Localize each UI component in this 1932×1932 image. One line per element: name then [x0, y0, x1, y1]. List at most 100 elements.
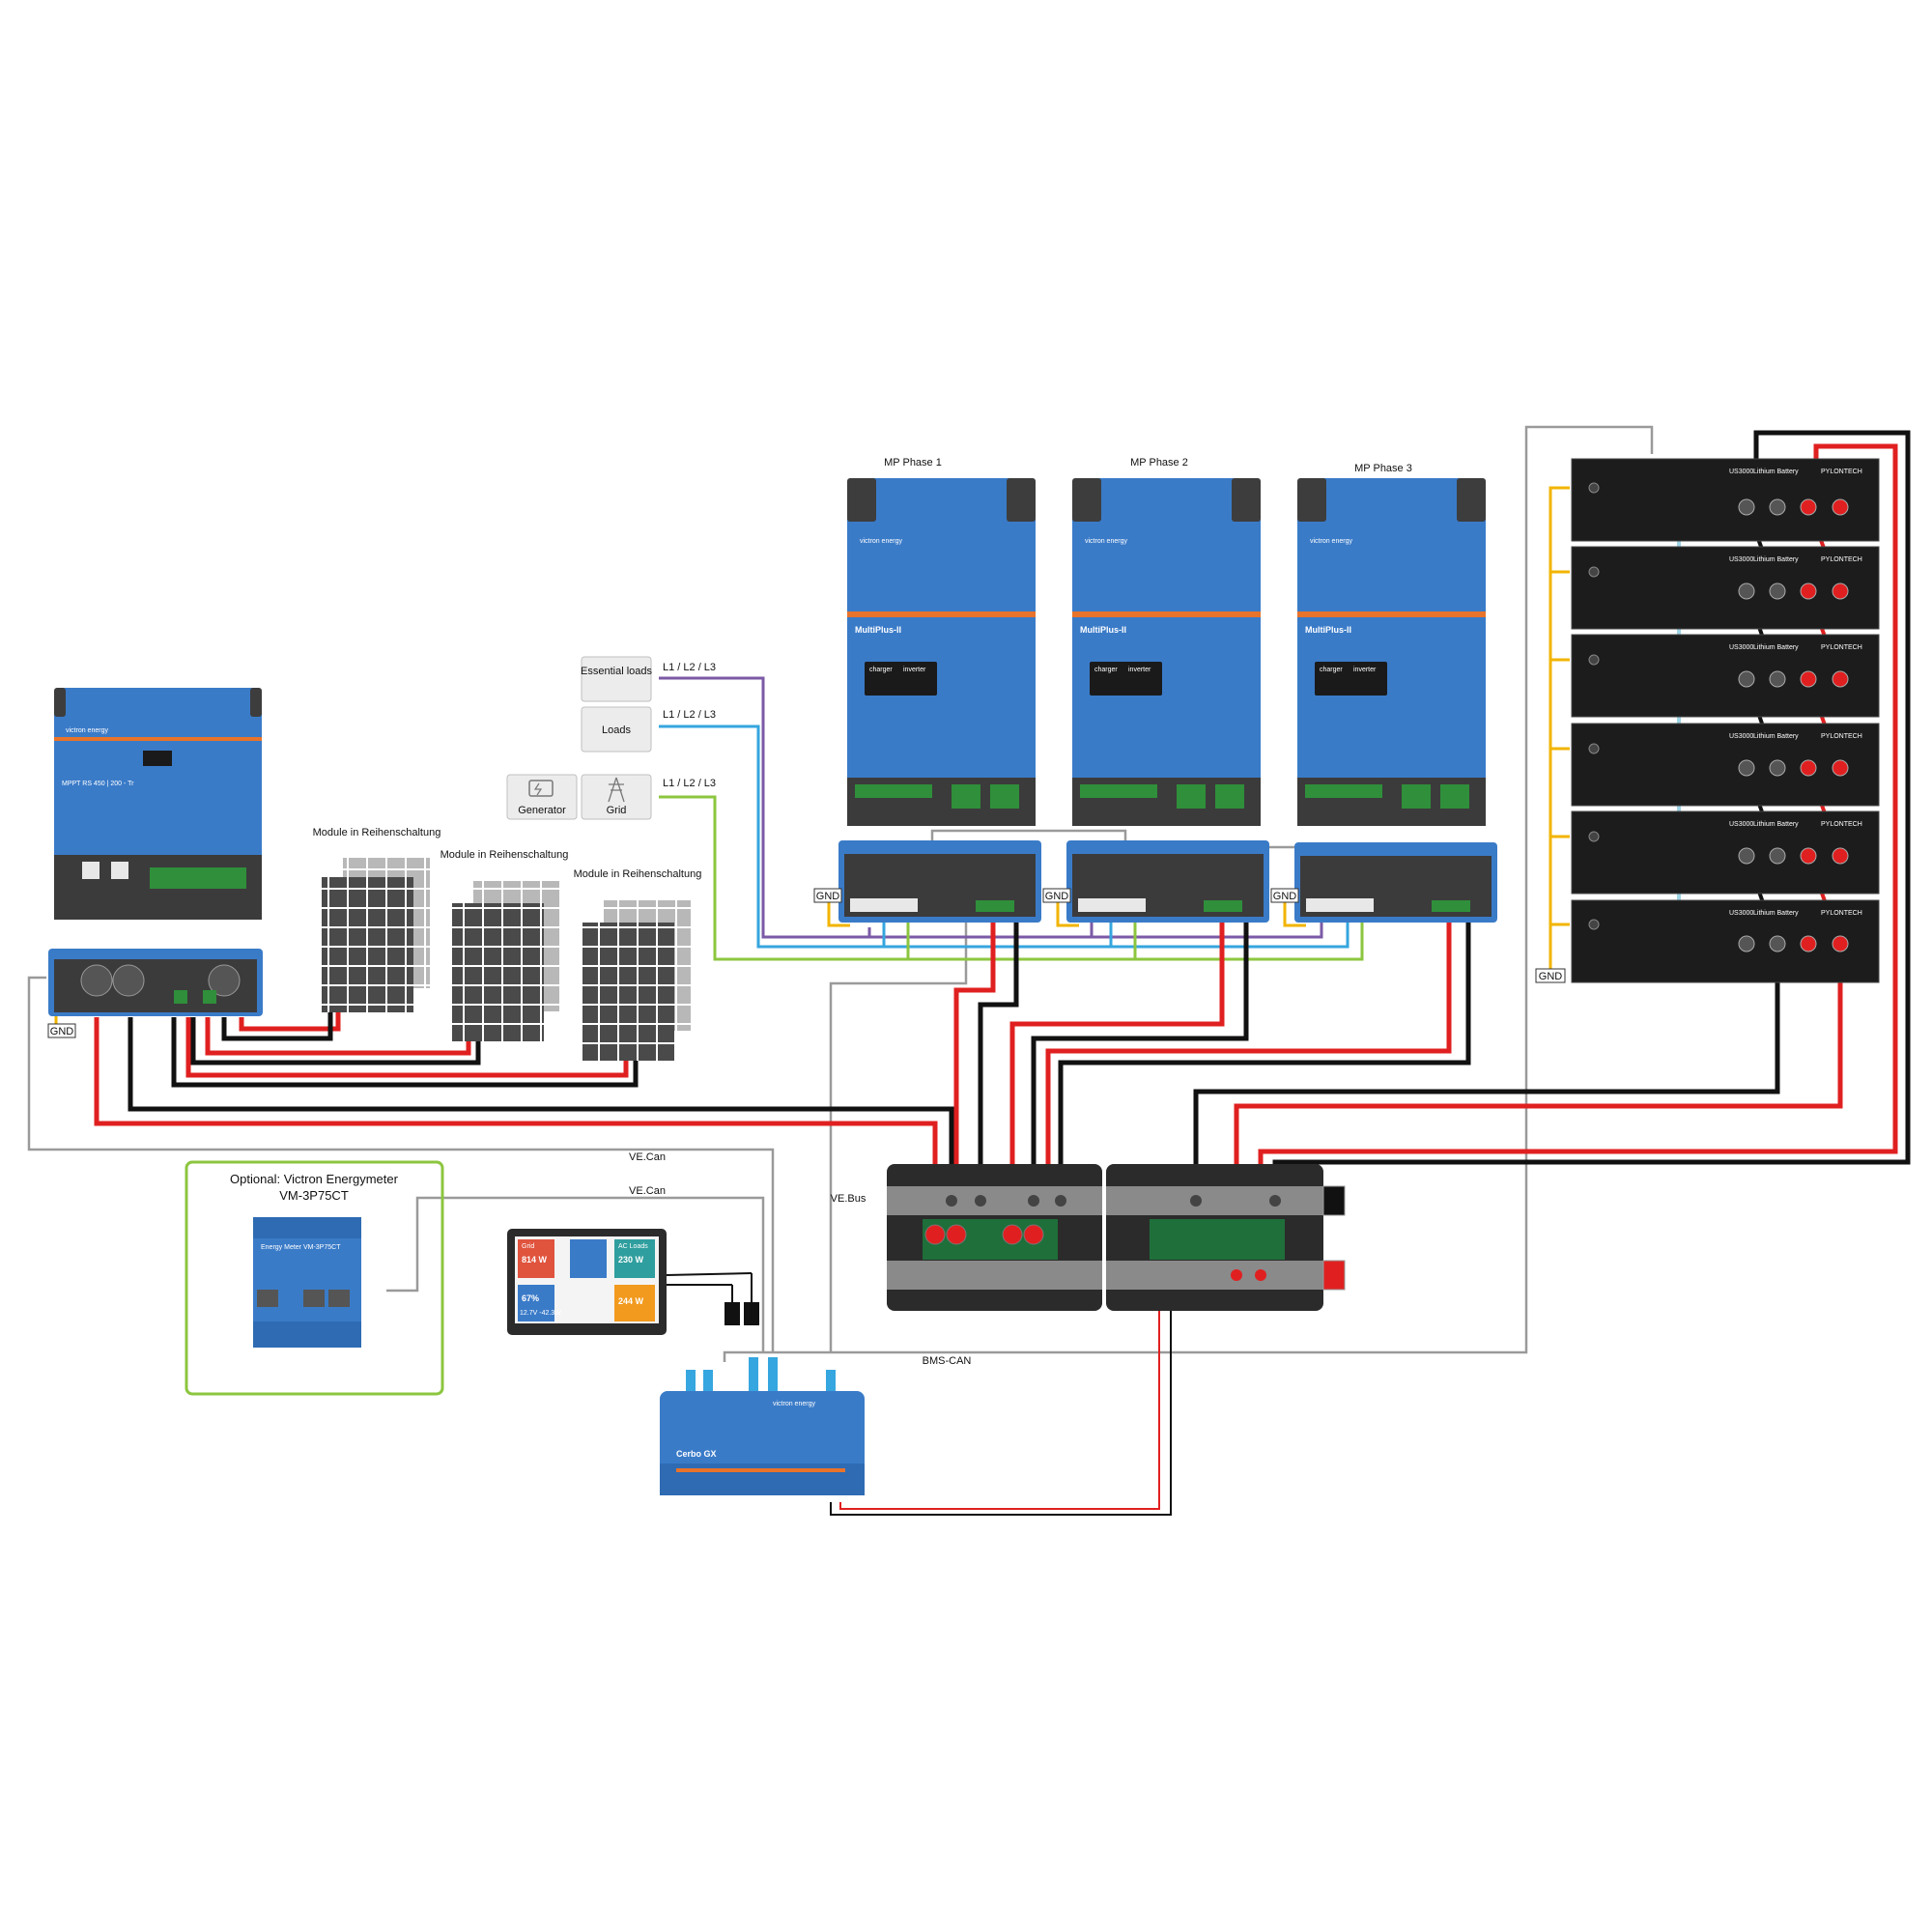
vecan-label-2: VE.Can [629, 1185, 666, 1197]
battery-type-1: Lithium Battery [1753, 469, 1799, 475]
inverter-label-2: inverter [1128, 667, 1151, 673]
l1l2l3-label-grid: L1 / L2 / L3 [663, 778, 716, 789]
gnd-labels: GND GND GND GND GND [47, 888, 1566, 1038]
multiplus-model-3: MultiPlus-II [1305, 625, 1351, 635]
mp-phase-3-label: MP Phase 3 [1354, 463, 1412, 474]
battery-module-5: US3000 Lithium Battery PYLONTECH [1571, 810, 1880, 895]
multiplus-phase-1: MP Phase 1 victron energy MultiPlus-II c… [847, 457, 1036, 826]
gx-grid-label: Grid [522, 1243, 534, 1250]
cerbo-label: Cerbo GX [676, 1449, 717, 1459]
battery-brand-6: PYLONTECH [1821, 910, 1862, 917]
pv-array-2: Module in Reihenschaltung [440, 849, 569, 1041]
charger-label-3: charger [1320, 667, 1343, 673]
ac-cables [659, 676, 1364, 961]
battery-brand-2: PYLONTECH [1821, 556, 1862, 563]
optional-energymeter-frame: Optional: Victron Energymeter VM-3P75CT … [185, 1160, 444, 1396]
generator-box: Generator [506, 774, 578, 820]
gnd-mp3-label: GND [1273, 891, 1297, 902]
cerbo-victron-logo: victron energy [773, 1401, 815, 1407]
multiplus-phase-3: MP Phase 3 victron energy MultiPlus-II c… [1297, 463, 1486, 826]
battery-brand-1: PYLONTECH [1821, 469, 1862, 475]
gx-battery-sub: 12.7V -42.3W [520, 1310, 561, 1317]
gx-ac-loads-label: AC Loads [618, 1243, 648, 1250]
battery-model-5: US3000 [1729, 821, 1753, 828]
battery-type-2: Lithium Battery [1753, 556, 1799, 563]
grid-box: Grid [581, 774, 652, 820]
gx-pv-value: 244 W [618, 1296, 644, 1306]
battery-model-2: US3000 [1729, 556, 1753, 563]
battery-module-6: US3000 Lithium Battery PYLONTECH [1571, 899, 1880, 983]
battery-model-4: US3000 [1729, 733, 1753, 740]
battery-type-4: Lithium Battery [1753, 733, 1799, 740]
energy-meter-label: Energy Meter VM-3P75CT [261, 1244, 341, 1251]
optional-title-2: VM-3P75CT [279, 1188, 349, 1203]
victron-logo-mppt: victron energy [66, 727, 108, 734]
generator-label: Generator [518, 805, 566, 816]
battery-brand-5: PYLONTECH [1821, 821, 1862, 828]
gnd-battery-label: GND [1539, 971, 1563, 982]
victron-logo-3: victron energy [1310, 538, 1352, 545]
cerbo-gx: Cerbo GX victron energy [660, 1357, 865, 1495]
gx-touch-display: Grid 814 W AC Loads 230 W 67% 12.7V -42.… [507, 1229, 667, 1335]
charger-label-2: charger [1094, 667, 1118, 673]
vebus-label: VE.Bus [831, 1193, 867, 1205]
battery-module-2: US3000 Lithium Battery PYLONTECH [1571, 546, 1880, 630]
mppt-rs-charger: victron energy MPPT RS 450 | 200 - Tr [54, 688, 262, 920]
mp-phase-1-label: MP Phase 1 [884, 457, 942, 469]
battery-type-3: Lithium Battery [1753, 644, 1799, 651]
charger-label-1: charger [869, 667, 893, 673]
module-label-2: Module in Reihenschaltung [440, 849, 569, 861]
gnd-mp2-label: GND [1045, 891, 1069, 902]
battery-module-4: US3000 Lithium Battery PYLONTECH [1571, 723, 1880, 807]
gx-ac-value: 230 W [618, 1255, 644, 1264]
battery-model-3: US3000 [1729, 644, 1753, 651]
grid-cable [659, 795, 1364, 961]
gx-grid-value: 814 W [522, 1255, 548, 1264]
communication-cables [27, 425, 1654, 1362]
energy-meter-device: Energy Meter VM-3P75CT [253, 1217, 361, 1348]
victron-logo-2: victron energy [1085, 538, 1127, 545]
inverter-label-1: inverter [903, 667, 926, 673]
essential-loads-label: Essential loads [581, 666, 652, 677]
lynx-power-in [1106, 1164, 1346, 1311]
l1l2l3-label-loads: L1 / L2 / L3 [663, 709, 716, 721]
generator-icon [528, 780, 554, 797]
vecan-label-1: VE.Can [629, 1151, 666, 1163]
gnd-mp1-label: GND [816, 891, 840, 902]
battery-model-1: US3000 [1729, 469, 1753, 475]
battery-module-1: US3000 Lithium Battery PYLONTECH [1571, 458, 1880, 542]
essential-loads-box: Essential loads [581, 656, 652, 702]
vecan-mppt-cable [27, 976, 775, 1352]
vecan-meter-cable [386, 1196, 765, 1352]
battery-type-6: Lithium Battery [1753, 910, 1799, 917]
grid-label: Grid [607, 805, 627, 816]
multiplus-phase-2: MP Phase 2 victron energy MultiPlus-II c… [1072, 457, 1261, 826]
multiplus-model-2: MultiPlus-II [1080, 625, 1126, 635]
battery-type-5: Lithium Battery [1753, 821, 1799, 828]
inverter-label-3: inverter [1353, 667, 1377, 673]
battery-module-3: US3000 Lithium Battery PYLONTECH [1571, 634, 1880, 718]
essential-loads-cable [659, 676, 1323, 939]
pv-array-3: Module in Reihenschaltung [574, 868, 702, 1061]
battery-brand-3: PYLONTECH [1821, 644, 1862, 651]
loads-cable [659, 724, 1350, 949]
victron-logo-1: victron energy [860, 538, 902, 545]
mp-phase-2-label: MP Phase 2 [1130, 457, 1188, 469]
module-label-3: Module in Reihenschaltung [574, 868, 702, 880]
bms-can-cable [723, 425, 1654, 1362]
mppt-rs-bottom-panel [48, 949, 263, 1016]
battery-model-6: US3000 [1729, 910, 1753, 917]
usb-connectors [666, 1272, 759, 1325]
l1l2l3-label-essential: L1 / L2 / L3 [663, 662, 716, 673]
gnd-mppt-label: GND [50, 1026, 74, 1037]
battery-bank: US3000 Lithium Battery PYLONTECH US3000 … [1571, 458, 1880, 983]
multiplus-model-1: MultiPlus-II [855, 625, 901, 635]
bms-can-label: BMS-CAN [923, 1355, 972, 1367]
power-tower-icon [608, 777, 625, 803]
loads-label: Loads [602, 724, 631, 736]
optional-title-1: Optional: Victron Energymeter [230, 1172, 399, 1186]
ground-cables [54, 486, 1570, 1032]
gx-soc-value: 67% [522, 1293, 539, 1303]
pv-array-1: Module in Reihenschaltung [313, 827, 440, 1012]
